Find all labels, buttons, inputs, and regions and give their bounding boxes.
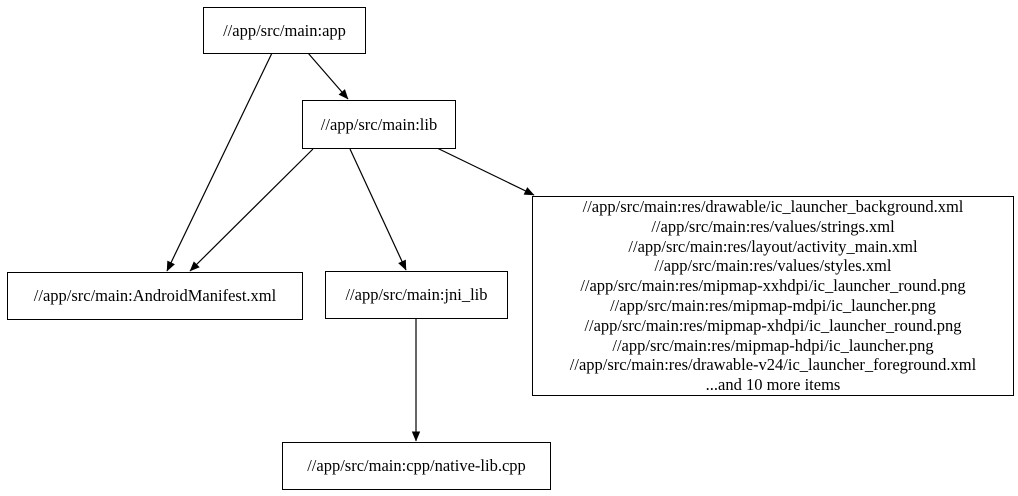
resource-item: //app/src/main:res/drawable-v24/ic_launc… <box>569 355 977 375</box>
node-lib-label: //app/src/main:lib <box>320 114 438 134</box>
node-jni-lib: //app/src/main:jni_lib <box>325 271 508 319</box>
node-android-manifest-label: //app/src/main:AndroidManifest.xml <box>33 286 277 306</box>
resource-item: //app/src/main:res/drawable/ic_launcher_… <box>582 197 964 217</box>
node-app-label: //app/src/main:app <box>223 20 346 40</box>
edge-app-to-manifest <box>166 52 273 272</box>
resource-item: //app/src/main:res/mipmap-mdpi/ic_launch… <box>610 296 936 315</box>
node-jni-lib-label: //app/src/main:jni_lib <box>345 285 488 305</box>
resource-item: //app/src/main:res/mipmap-xhdpi/ic_launc… <box>584 315 962 335</box>
resource-item: //app/src/main:res/layout/activity_main.… <box>628 236 918 256</box>
node-android-manifest: //app/src/main:AndroidManifest.xml <box>7 272 303 320</box>
resource-item: //app/src/main:res/mipmap-xxhdpi/ic_laun… <box>580 276 966 296</box>
node-native-lib-cpp-label: //app/src/main:cpp/native-lib.cpp <box>307 456 526 476</box>
edge-lib-to-manifest <box>189 148 314 272</box>
resource-item: //app/src/main:res/mipmap-hdpi/ic_launch… <box>612 335 934 355</box>
edge-app-to-lib <box>307 52 349 100</box>
edge-lib-to-resources <box>436 147 535 196</box>
node-resources-group: //app/src/main:res/drawable/ic_launcher_… <box>532 196 1014 396</box>
edge-lib-to-jni-lib <box>349 148 407 271</box>
resource-item: //app/src/main:res/values/strings.xml <box>651 216 895 236</box>
resource-item: //app/src/main:res/values/styles.xml <box>654 256 892 276</box>
node-native-lib-cpp: //app/src/main:cpp/native-lib.cpp <box>282 442 551 490</box>
node-app: //app/src/main:app <box>203 7 366 54</box>
node-lib: //app/src/main:lib <box>302 100 456 149</box>
resource-items-overflow-note: ...and 10 more items <box>705 375 841 395</box>
